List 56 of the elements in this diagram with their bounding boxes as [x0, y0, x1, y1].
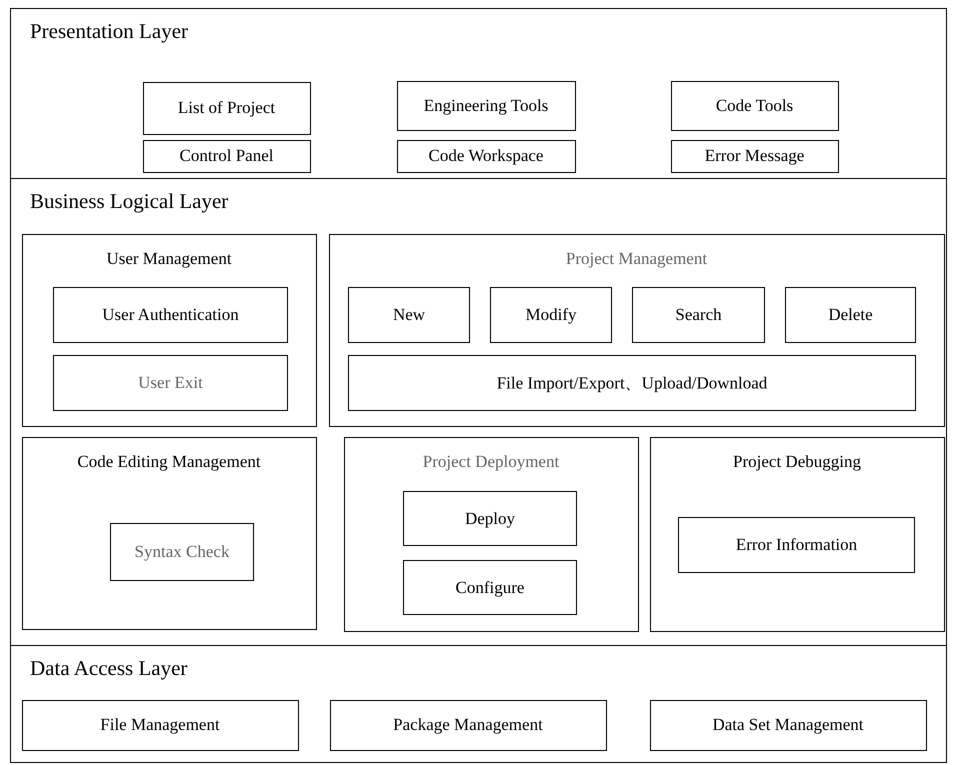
- component-label: Package Management: [392, 715, 544, 735]
- component-box: [53, 287, 288, 343]
- component-label: Data Set Management: [711, 715, 865, 735]
- layer-panel: [10, 8, 947, 179]
- module-title: Project Management: [564, 248, 708, 268]
- component-box: [110, 523, 254, 581]
- component-box: [53, 355, 288, 411]
- component-box: [678, 517, 915, 573]
- component-box: [403, 560, 577, 615]
- layer-title: Data Access Layer: [30, 656, 188, 681]
- component-box: [396, 80, 576, 130]
- module-title: User Management: [105, 248, 233, 268]
- component-box: [22, 700, 298, 750]
- component-label: Deploy: [464, 508, 516, 528]
- component-label: Syntax Check: [134, 542, 230, 562]
- component-box: [348, 355, 916, 411]
- component-box: [670, 80, 838, 130]
- component-label: User Exit: [137, 373, 204, 393]
- module-panel: [344, 436, 638, 632]
- component-label: Code Workspace: [428, 146, 544, 166]
- layer-panel: [10, 645, 947, 763]
- component-label: Modify: [524, 305, 578, 325]
- component-label: Engineering Tools: [422, 96, 550, 116]
- component-label: User Authentication: [101, 305, 240, 325]
- component-label: Code Tools: [714, 96, 794, 116]
- component-box: [330, 700, 606, 750]
- component-box: [348, 287, 470, 343]
- module-title: Code Editing Management: [76, 452, 262, 472]
- component-label: Delete: [827, 305, 874, 325]
- module-panel: [328, 234, 944, 426]
- component-label: File Import/Export、Upload/Download: [496, 372, 768, 394]
- component-label: Error Information: [734, 535, 858, 555]
- component-box: [403, 491, 577, 546]
- component-label: Configure: [454, 578, 526, 598]
- component-label: New: [392, 305, 426, 325]
- module-title: Project Deployment: [422, 452, 560, 472]
- module-panel: [22, 436, 316, 630]
- layer-title: Presentation Layer: [30, 19, 188, 44]
- component-box: [142, 82, 310, 134]
- component-label: File Management: [99, 715, 221, 735]
- layer-panel: [10, 178, 947, 646]
- component-label: List of Project: [176, 98, 276, 118]
- module-panel: [650, 436, 944, 632]
- component-box: [650, 700, 926, 750]
- component-box: [785, 287, 916, 343]
- component-label: Control Panel: [178, 146, 274, 166]
- component-box: [490, 287, 612, 343]
- module-title: Project Debugging: [732, 452, 862, 472]
- component-box: [396, 140, 576, 172]
- module-panel: [22, 234, 316, 426]
- component-box: [670, 140, 838, 172]
- component-box: [632, 287, 765, 343]
- layer-title: Business Logical Layer: [30, 189, 228, 214]
- component-label: Error Message: [704, 146, 806, 166]
- component-box: [142, 140, 310, 172]
- component-label: Search: [674, 305, 723, 325]
